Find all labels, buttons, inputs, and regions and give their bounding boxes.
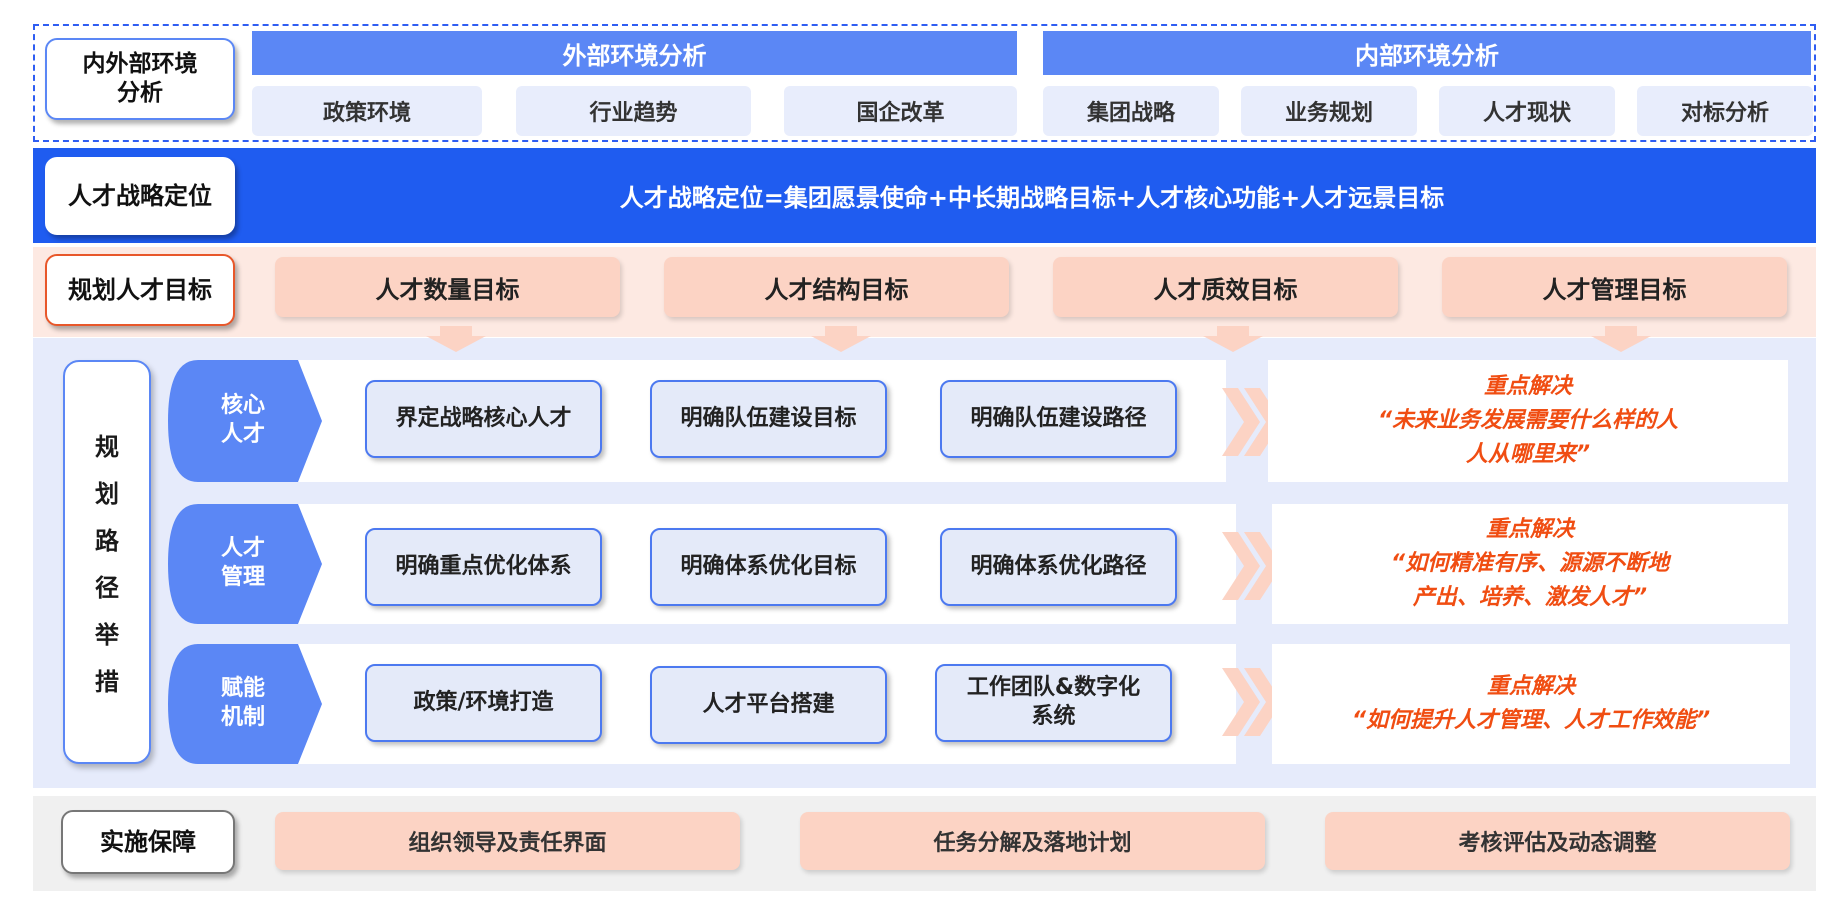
step-box: 明确重点优化体系: [365, 528, 602, 606]
step-box: 明确体系优化目标: [650, 528, 887, 606]
targets-label: 规划人才目标: [45, 254, 235, 326]
path-measures-label: 规 划 路 径 举 措: [63, 360, 151, 764]
path-label-char: 规: [95, 433, 119, 461]
down-arrow-icon: [1591, 326, 1651, 352]
target-quality: 人才质效目标: [1053, 257, 1398, 317]
category-tab-shape: [168, 644, 322, 764]
solve-line: 人从哪里来”: [1465, 442, 1591, 468]
strategy-band: [33, 148, 1816, 243]
down-arrow-icon: [811, 326, 871, 352]
guarantee-item: 组织领导及责任界面: [275, 812, 740, 870]
target-structure: 人才结构目标: [664, 257, 1009, 317]
env-item-business-plan: 业务规划: [1241, 86, 1417, 136]
category-core-talent: 核心 人才: [220, 393, 265, 447]
solve-title: 重点解决: [1486, 673, 1575, 699]
internal-env-header: 内部环境分析: [1043, 31, 1811, 75]
path-label-char: 举: [95, 621, 119, 649]
solve-line: “如何精准有序、源源不断地: [1390, 550, 1670, 576]
solve-title: 重点解决: [1485, 516, 1574, 542]
path-label-char: 划: [95, 480, 119, 508]
env-item-benchmark: 对标分析: [1637, 86, 1813, 136]
solve-line: “未来业务发展需要什么样的人: [1377, 407, 1679, 433]
path-label-char: 措: [95, 668, 119, 696]
target-quantity: 人才数量目标: [275, 257, 620, 317]
external-env-header: 外部环境分析: [252, 31, 1017, 75]
guarantee-item: 考核评估及动态调整: [1325, 812, 1790, 870]
strategy-formula: 人才战略定位=集团愿景使命+中长期战略目标+人才核心功能+人才远景目标: [619, 183, 1445, 212]
guarantee-label: 实施保障: [61, 810, 235, 874]
solve-box-talent-management: 重点解决 “如何精准有序、源源不断地 产出、培养、激发人才”: [1272, 504, 1788, 624]
step-box: 明确队伍建设目标: [650, 380, 887, 458]
solve-box-core-talent: 重点解决 “未来业务发展需要什么样的人 人从哪里来”: [1268, 360, 1788, 482]
env-item-policy: 政策环境: [252, 86, 482, 136]
env-item-industry: 行业趋势: [516, 86, 751, 136]
down-arrow-icon: [1203, 326, 1263, 352]
category-enabling-mechanism: 赋能 机制: [220, 676, 265, 730]
step-box: 界定战略核心人才: [365, 380, 602, 458]
path-label-char: 路: [95, 527, 119, 555]
env-analysis-label: 内外部环境 分析: [45, 38, 235, 120]
category-tab-shape: [168, 360, 322, 482]
step-box: 人才平台搭建: [650, 666, 887, 744]
env-analysis-frame: [33, 24, 1816, 142]
solve-title: 重点解决: [1483, 373, 1572, 399]
guarantee-item: 任务分解及落地计划: [800, 812, 1265, 870]
down-arrow-icon: [426, 326, 486, 352]
strategy-label: 人才战略定位: [45, 157, 235, 235]
step-box: 工作团队&数字化 系统: [935, 664, 1172, 742]
step-box: 政策/环境打造: [365, 664, 602, 742]
env-item-group-strategy: 集团战略: [1043, 86, 1219, 136]
solve-line: 产出、培养、激发人才”: [1412, 585, 1648, 611]
solve-box-enabling-mechanism: 重点解决 “如何提升人才管理、人才工作效能”: [1272, 644, 1790, 764]
target-management: 人才管理目标: [1442, 257, 1787, 317]
path-label-char: 径: [95, 574, 119, 602]
step-box: 明确体系优化路径: [940, 528, 1177, 606]
env-item-talent-status: 人才现状: [1439, 86, 1615, 136]
solve-line: “如何提升人才管理、人才工作效能”: [1351, 708, 1711, 733]
category-talent-management: 人才 管理: [220, 536, 265, 590]
step-box: 明确队伍建设路径: [940, 380, 1177, 458]
env-item-soe-reform: 国企改革: [784, 86, 1017, 136]
category-tab-shape: [168, 504, 322, 624]
